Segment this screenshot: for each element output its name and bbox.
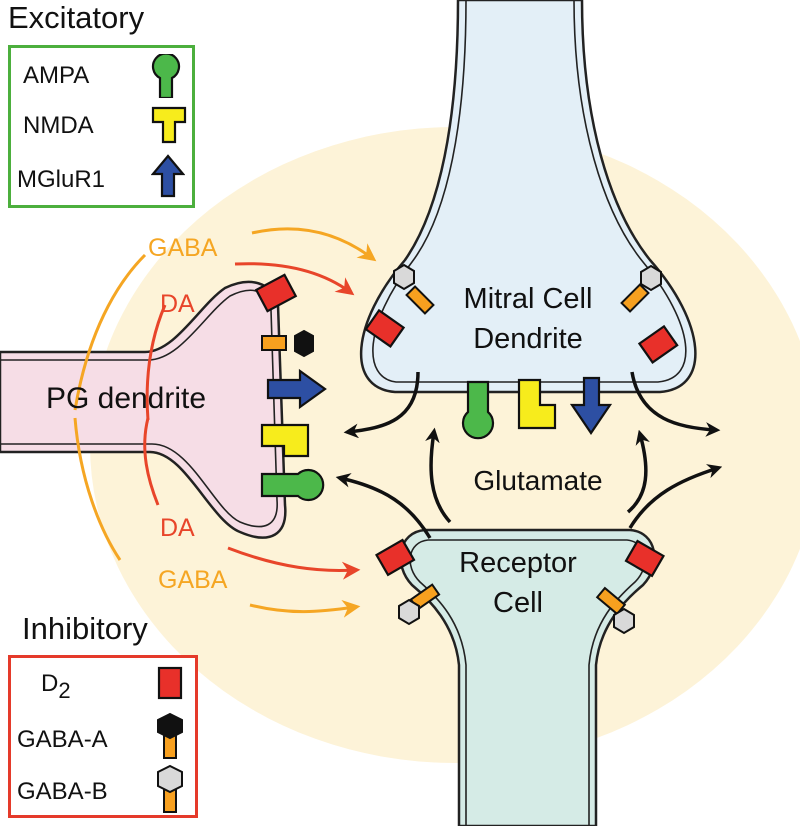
da-arrow-bottom [143, 417, 361, 580]
legend-label-d2: D2 [41, 670, 71, 702]
ampa-receptor-icon [151, 54, 181, 98]
legend-label-gaba-b: GABA-B [17, 778, 108, 805]
gaba-top-label: GABA [148, 234, 218, 262]
da-arrow-top [145, 262, 355, 421]
legend-label-nmda: NMDA [23, 112, 94, 139]
receptor-d2-receptor-left [375, 538, 416, 577]
mglur1-receptor-icon [151, 154, 185, 198]
d2-receptor-icon [157, 666, 183, 700]
mitral-mglur1-receptor [569, 376, 613, 435]
glutamate-arrows [335, 371, 723, 539]
inhibitory-legend-title: Inhibitory [22, 611, 148, 646]
da-bottom-label: DA [160, 514, 195, 542]
mitral-d2-receptor-right [637, 324, 679, 364]
mitral-nmda-receptor [517, 378, 557, 430]
gaba-b-receptor-icon [157, 764, 183, 813]
release-arrow-receptor-right [628, 464, 723, 529]
excitatory-legend-box: AMPA NMDA MGluR1 [8, 45, 195, 208]
mitral-gaba-b-receptor-right [620, 264, 662, 313]
legend-label-d2-subscript: 2 [58, 678, 71, 703]
pg-dendrite-label: PG dendrite [46, 382, 206, 415]
mitral-cell-label-line1: Mitral Cell [464, 283, 593, 315]
gaba-bottom-label: GABA [158, 566, 228, 594]
gaba-arrow-bottom [73, 417, 361, 618]
legend-label-d2-main: D [41, 670, 59, 697]
receptor-cell-label-line2: Cell [493, 587, 543, 619]
gaba-arrow-top [73, 227, 377, 411]
glutamate-arrow-right [626, 429, 650, 514]
mitral-d2-receptor-left [364, 308, 406, 348]
pg-gaba-a-receptor [261, 329, 314, 358]
receptor-cell-label-line1: Receptor [459, 547, 577, 579]
receptor-d2-receptor-right [624, 539, 665, 578]
mitral-ampa-receptor [461, 380, 495, 440]
release-arrow-mitral-left [343, 371, 420, 439]
mitral-cell-label-line2: Dendrite [473, 323, 583, 355]
pg-nmda-receptor [260, 423, 310, 458]
mitral-cell-dendrite [359, 0, 697, 394]
legend-label-ampa: AMPA [23, 62, 90, 89]
inhibitory-legend-box: D2 GABA-A GABA-B [8, 655, 198, 818]
gaba-a-receptor-icon [157, 712, 183, 759]
receptor-gaba-b-receptor-right [595, 586, 635, 635]
glutamate-label: Glutamate [473, 465, 602, 496]
receptor-gaba-b-receptor-left [398, 583, 441, 626]
da-top-label: DA [160, 290, 195, 318]
pg-ampa-receptor [260, 468, 325, 502]
legend-label-mglur1: MGluR1 [17, 166, 106, 193]
release-arrow-receptor-left [335, 473, 432, 539]
mitral-gaba-b-receptor-left [393, 263, 435, 315]
pg-dendrite [0, 280, 287, 539]
pg-d2-receptor [254, 273, 298, 313]
nmda-receptor-icon [151, 106, 187, 144]
legend-label-gaba-a: GABA-A [17, 726, 108, 753]
pg-mglur1-receptor [266, 368, 327, 410]
excitatory-legend-title: Excitatory [8, 0, 145, 35]
glutamate-arrow-left [425, 427, 452, 524]
release-arrow-mitral-right [630, 371, 721, 437]
